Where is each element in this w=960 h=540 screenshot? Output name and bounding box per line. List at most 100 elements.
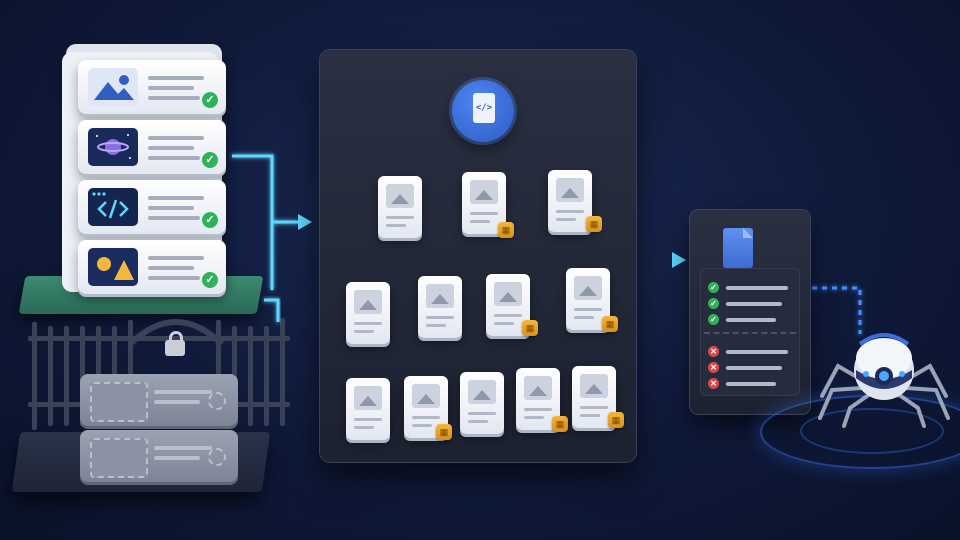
blocked-card (80, 430, 238, 482)
image-icon (574, 276, 602, 300)
text-line (470, 220, 490, 223)
text-line (154, 400, 200, 404)
text-line (148, 146, 194, 150)
text-line (148, 156, 200, 160)
dashed-circle-icon (208, 448, 226, 466)
planet-icon (88, 128, 138, 166)
text-line (154, 446, 212, 450)
image-icon (354, 290, 382, 314)
bot-glow-ring-inner (800, 408, 944, 454)
page-card-image[interactable]: ✓ (78, 60, 226, 114)
text-line (470, 212, 498, 215)
gate-arch (128, 319, 224, 346)
checklist-row (726, 318, 776, 322)
calendar-badge-icon: ▦ (586, 216, 602, 232)
text-line (354, 322, 382, 325)
calendar-badge-icon: ▦ (552, 416, 568, 432)
tree-node[interactable] (460, 372, 504, 434)
text-line (148, 256, 204, 260)
fence-post (32, 322, 37, 430)
image-icon (494, 282, 522, 306)
fence-post (216, 320, 221, 426)
text-line (574, 316, 594, 319)
text-line (580, 406, 608, 409)
tree-node[interactable] (418, 276, 462, 338)
text-line (426, 316, 454, 319)
text-line (556, 218, 576, 221)
flow-arrow (232, 154, 298, 290)
checklist-row (726, 366, 782, 370)
tree-node[interactable] (378, 176, 422, 238)
text-line (148, 196, 204, 200)
document-icon (723, 228, 753, 268)
pass-check-icon: ✓ (708, 314, 719, 325)
check-icon: ✓ (202, 92, 218, 108)
calendar-badge-icon: ▦ (522, 320, 538, 336)
text-line (468, 412, 496, 415)
image-placeholder-icon (90, 382, 148, 422)
arrow-head-icon (298, 214, 312, 230)
page-card-code[interactable]: ✓ (78, 180, 226, 234)
text-line (154, 390, 212, 394)
image-icon (354, 386, 382, 410)
blocked-card (80, 374, 238, 426)
tree-node[interactable] (404, 376, 448, 438)
text-line (468, 420, 488, 423)
shapes-icon (88, 248, 138, 286)
text-line (556, 210, 584, 213)
text-line (354, 418, 382, 421)
fence-rail (28, 336, 290, 341)
text-line (524, 408, 552, 411)
dashed-circle-icon (208, 392, 226, 410)
text-line (494, 314, 522, 317)
code-file-icon: </> (473, 93, 495, 123)
arrow-head-icon (672, 252, 686, 268)
bot-glow-ring (760, 395, 960, 469)
image-icon (470, 180, 498, 204)
text-line (426, 324, 446, 327)
calendar-badge-icon: ▦ (608, 412, 624, 428)
tree-node[interactable] (346, 378, 390, 440)
text-line (386, 216, 414, 219)
checklist-row (726, 286, 788, 290)
fence-post (48, 326, 53, 426)
text-line (580, 414, 600, 417)
text-line (574, 308, 602, 311)
fail-x-icon: ✕ (708, 378, 719, 389)
image-icon (386, 184, 414, 208)
fence-post (264, 326, 269, 426)
pass-check-icon: ✓ (708, 298, 719, 309)
calendar-badge-icon: ▦ (602, 316, 618, 332)
text-line (148, 206, 194, 210)
image-icon (412, 384, 440, 408)
image-icon (580, 374, 608, 398)
check-icon: ✓ (202, 272, 218, 288)
spider-bot-icon (818, 333, 950, 428)
text-line (148, 276, 200, 280)
image-icon (468, 380, 496, 404)
check-icon: ✓ (202, 212, 218, 228)
text-line (148, 86, 194, 90)
tree-node[interactable] (548, 170, 592, 232)
fence-post (128, 320, 133, 426)
text-line (354, 330, 374, 333)
page-card-shapes[interactable]: ✓ (78, 240, 226, 294)
checklist-row (726, 382, 776, 386)
pass-check-icon: ✓ (708, 282, 719, 293)
tree-node[interactable] (346, 282, 390, 344)
page-card-planet[interactable]: ✓ (78, 120, 226, 174)
image-placeholder-icon (90, 438, 148, 478)
calendar-badge-icon: ▦ (436, 424, 452, 440)
fence-post (248, 326, 253, 426)
image-icon (426, 284, 454, 308)
code-icon (88, 188, 138, 226)
fail-x-icon: ✕ (708, 346, 719, 357)
text-line (154, 456, 200, 460)
checklist-divider (704, 332, 796, 334)
flow-line (264, 298, 280, 322)
text-line (148, 216, 200, 220)
text-line (148, 96, 200, 100)
fence-post (64, 326, 69, 426)
fail-x-icon: ✕ (708, 362, 719, 373)
text-line (354, 426, 374, 429)
